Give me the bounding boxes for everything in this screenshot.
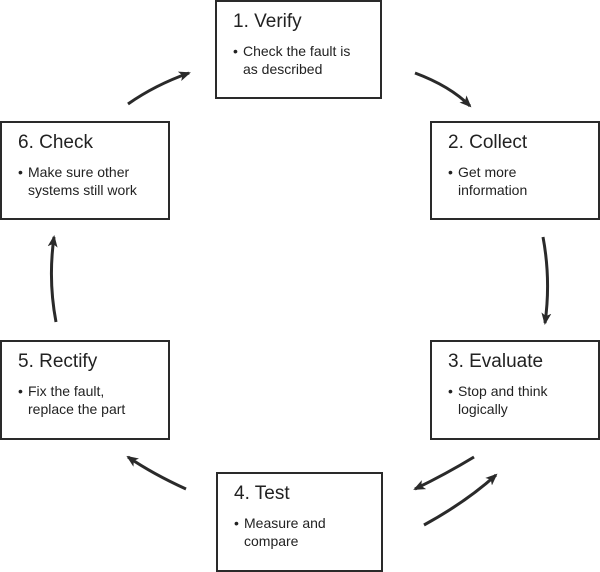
bullet-icon: •: [234, 515, 239, 531]
step-title: 1. Verify: [233, 11, 302, 32]
arrow-evaluate-to-test: [413, 455, 475, 491]
step-title: 4. Test: [234, 483, 290, 504]
arrow-rectify-to-check: [47, 235, 58, 323]
arrow-test-to-rectify: [126, 455, 187, 491]
step-title: 2. Collect: [448, 132, 528, 153]
step-description: Make sure other systems still work: [28, 164, 137, 198]
arrow-test-to-evaluate: [423, 473, 498, 527]
step-collect: 2. Collect • Get more information: [430, 121, 600, 220]
step-verify: 1. Verify • Check the fault is as descri…: [215, 0, 382, 99]
arrow-verify-to-collect: [414, 71, 472, 108]
step-description: Get more information: [458, 164, 528, 198]
step-title: 5. Rectify: [18, 351, 98, 372]
step-rectify: 5. Rectify • Fix the fault, replace the …: [0, 340, 170, 440]
step-description: Measure and compare: [244, 515, 326, 549]
step-description: Check the fault is as described: [243, 43, 351, 77]
bullet-icon: •: [448, 383, 453, 399]
step-title: 6. Check: [18, 132, 93, 153]
step-description: Fix the fault, replace the part: [28, 383, 126, 417]
step-description: Stop and think logically: [458, 383, 548, 417]
step-test: 4. Test • Measure and compare: [216, 472, 383, 572]
bullet-icon: •: [18, 383, 23, 399]
bullet-icon: •: [18, 164, 23, 180]
arrow-collect-to-evaluate: [541, 236, 552, 325]
bullet-icon: •: [448, 164, 453, 180]
step-check: 6. Check • Make sure other systems still…: [0, 121, 170, 220]
bullet-icon: •: [233, 43, 238, 59]
step-evaluate: 3. Evaluate • Stop and think logically: [430, 340, 600, 440]
arrow-check-to-verify: [127, 71, 191, 106]
step-title: 3. Evaluate: [448, 351, 544, 372]
